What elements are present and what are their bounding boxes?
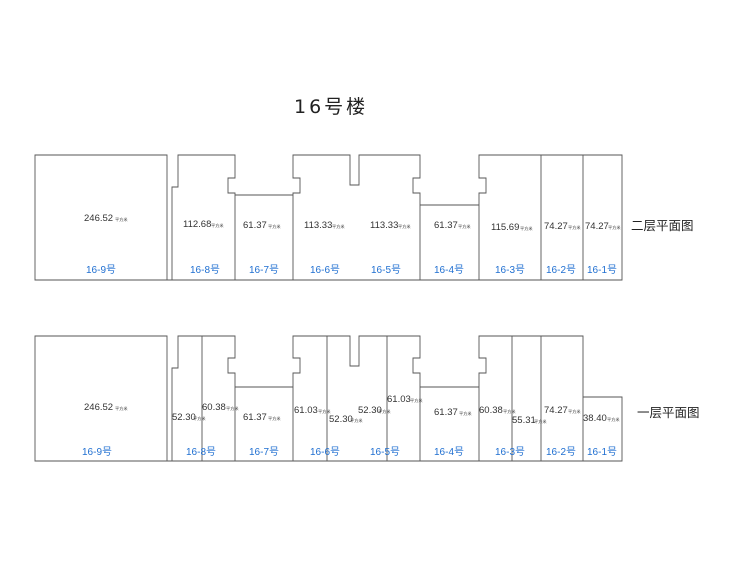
unit-label-16-6: 16-6号: [310, 264, 340, 276]
area-unit: 平方米: [211, 222, 224, 229]
unit-label-16-7: 16-7号: [249, 264, 279, 276]
unit-label-16-7: 16-7号: [249, 446, 279, 458]
building-title: 16号楼: [294, 96, 368, 118]
second-floor-plan: 246.52 平方米 112.68 平方米 61.37 平方米 113.33 平…: [34, 154, 694, 281]
area-unit: 平方米: [378, 408, 391, 415]
unit-label-16-2: 16-2号: [546, 264, 576, 276]
first-floor-outline: [34, 335, 623, 462]
area-16-2: 74.27: [544, 221, 568, 232]
unit-label-16-5: 16-5号: [371, 264, 401, 276]
first-floor-plan: 246.52 平方米 52.30 平方米 60.38 平方米 61.37 平方米…: [34, 335, 700, 462]
area-16-5a: 52.30: [358, 405, 382, 416]
unit-label-16-2: 16-2号: [546, 446, 576, 458]
area-16-7: 61.37: [243, 220, 267, 231]
unit-label-16-1: 16-1号: [587, 264, 617, 276]
unit-label-16-8: 16-8号: [186, 446, 216, 458]
area-16-1: 38.40: [583, 413, 607, 424]
area-unit: 平方米: [608, 224, 621, 231]
area-unit: 平方米: [115, 216, 128, 223]
area-16-9: 246.52: [84, 213, 113, 224]
area-16-8: 112.68: [183, 219, 211, 230]
unit-label-16-5: 16-5号: [370, 446, 400, 458]
area-unit: 平方米: [193, 415, 206, 422]
area-unit: 平方米: [520, 225, 533, 232]
area-unit: 平方米: [398, 223, 411, 230]
unit-label-16-3: 16-3号: [495, 446, 525, 458]
area-unit: 平方米: [226, 405, 239, 412]
second-floor-title: 二层平面图: [631, 218, 694, 233]
area-16-8b: 60.38: [202, 402, 226, 413]
area-16-6b: 52.30: [329, 414, 353, 425]
area-16-2: 74.27: [544, 405, 568, 416]
area-16-9: 246.52: [84, 402, 113, 413]
area-16-6: 113.33: [304, 220, 332, 231]
area-unit: 平方米: [503, 408, 516, 415]
unit-label-16-9: 16-9号: [86, 264, 116, 276]
area-16-4: 61.37: [434, 220, 458, 231]
unit-label-16-6: 16-6号: [310, 446, 340, 458]
area-unit: 平方米: [534, 418, 547, 425]
area-unit: 平方米: [410, 397, 423, 404]
area-unit: 平方米: [332, 223, 345, 230]
unit-label-16-1: 16-1号: [587, 446, 617, 458]
second-floor-outline: [34, 154, 623, 281]
area-unit: 平方米: [459, 410, 472, 417]
unit-label-16-9: 16-9号: [82, 446, 112, 458]
area-unit: 平方米: [268, 415, 281, 422]
first-floor-title: 一层平面图: [637, 405, 700, 420]
unit-label-16-4: 16-4号: [434, 446, 464, 458]
area-unit: 平方米: [318, 408, 331, 415]
area-16-3a: 60.38: [479, 405, 503, 416]
area-unit: 平方米: [458, 223, 471, 230]
area-unit: 平方米: [350, 417, 363, 424]
area-16-7: 61.37: [243, 412, 267, 423]
area-unit: 平方米: [115, 405, 128, 412]
area-16-8a: 52.30: [172, 412, 196, 423]
unit-label-16-3: 16-3号: [495, 264, 525, 276]
area-16-5b: 61.03: [387, 394, 411, 405]
area-16-3b: 55.31: [512, 415, 536, 426]
area-16-6a: 61.03: [294, 405, 318, 416]
unit-label-16-4: 16-4号: [434, 264, 464, 276]
area-unit: 平方米: [268, 223, 281, 230]
area-16-5: 113.33: [370, 220, 398, 231]
unit-label-16-8: 16-8号: [190, 264, 220, 276]
area-16-3: 115.69: [491, 222, 519, 233]
area-unit: 平方米: [607, 416, 620, 423]
area-unit: 平方米: [568, 408, 581, 415]
area-16-1: 74.27: [585, 221, 609, 232]
area-16-4: 61.37: [434, 407, 458, 418]
area-unit: 平方米: [568, 224, 581, 231]
